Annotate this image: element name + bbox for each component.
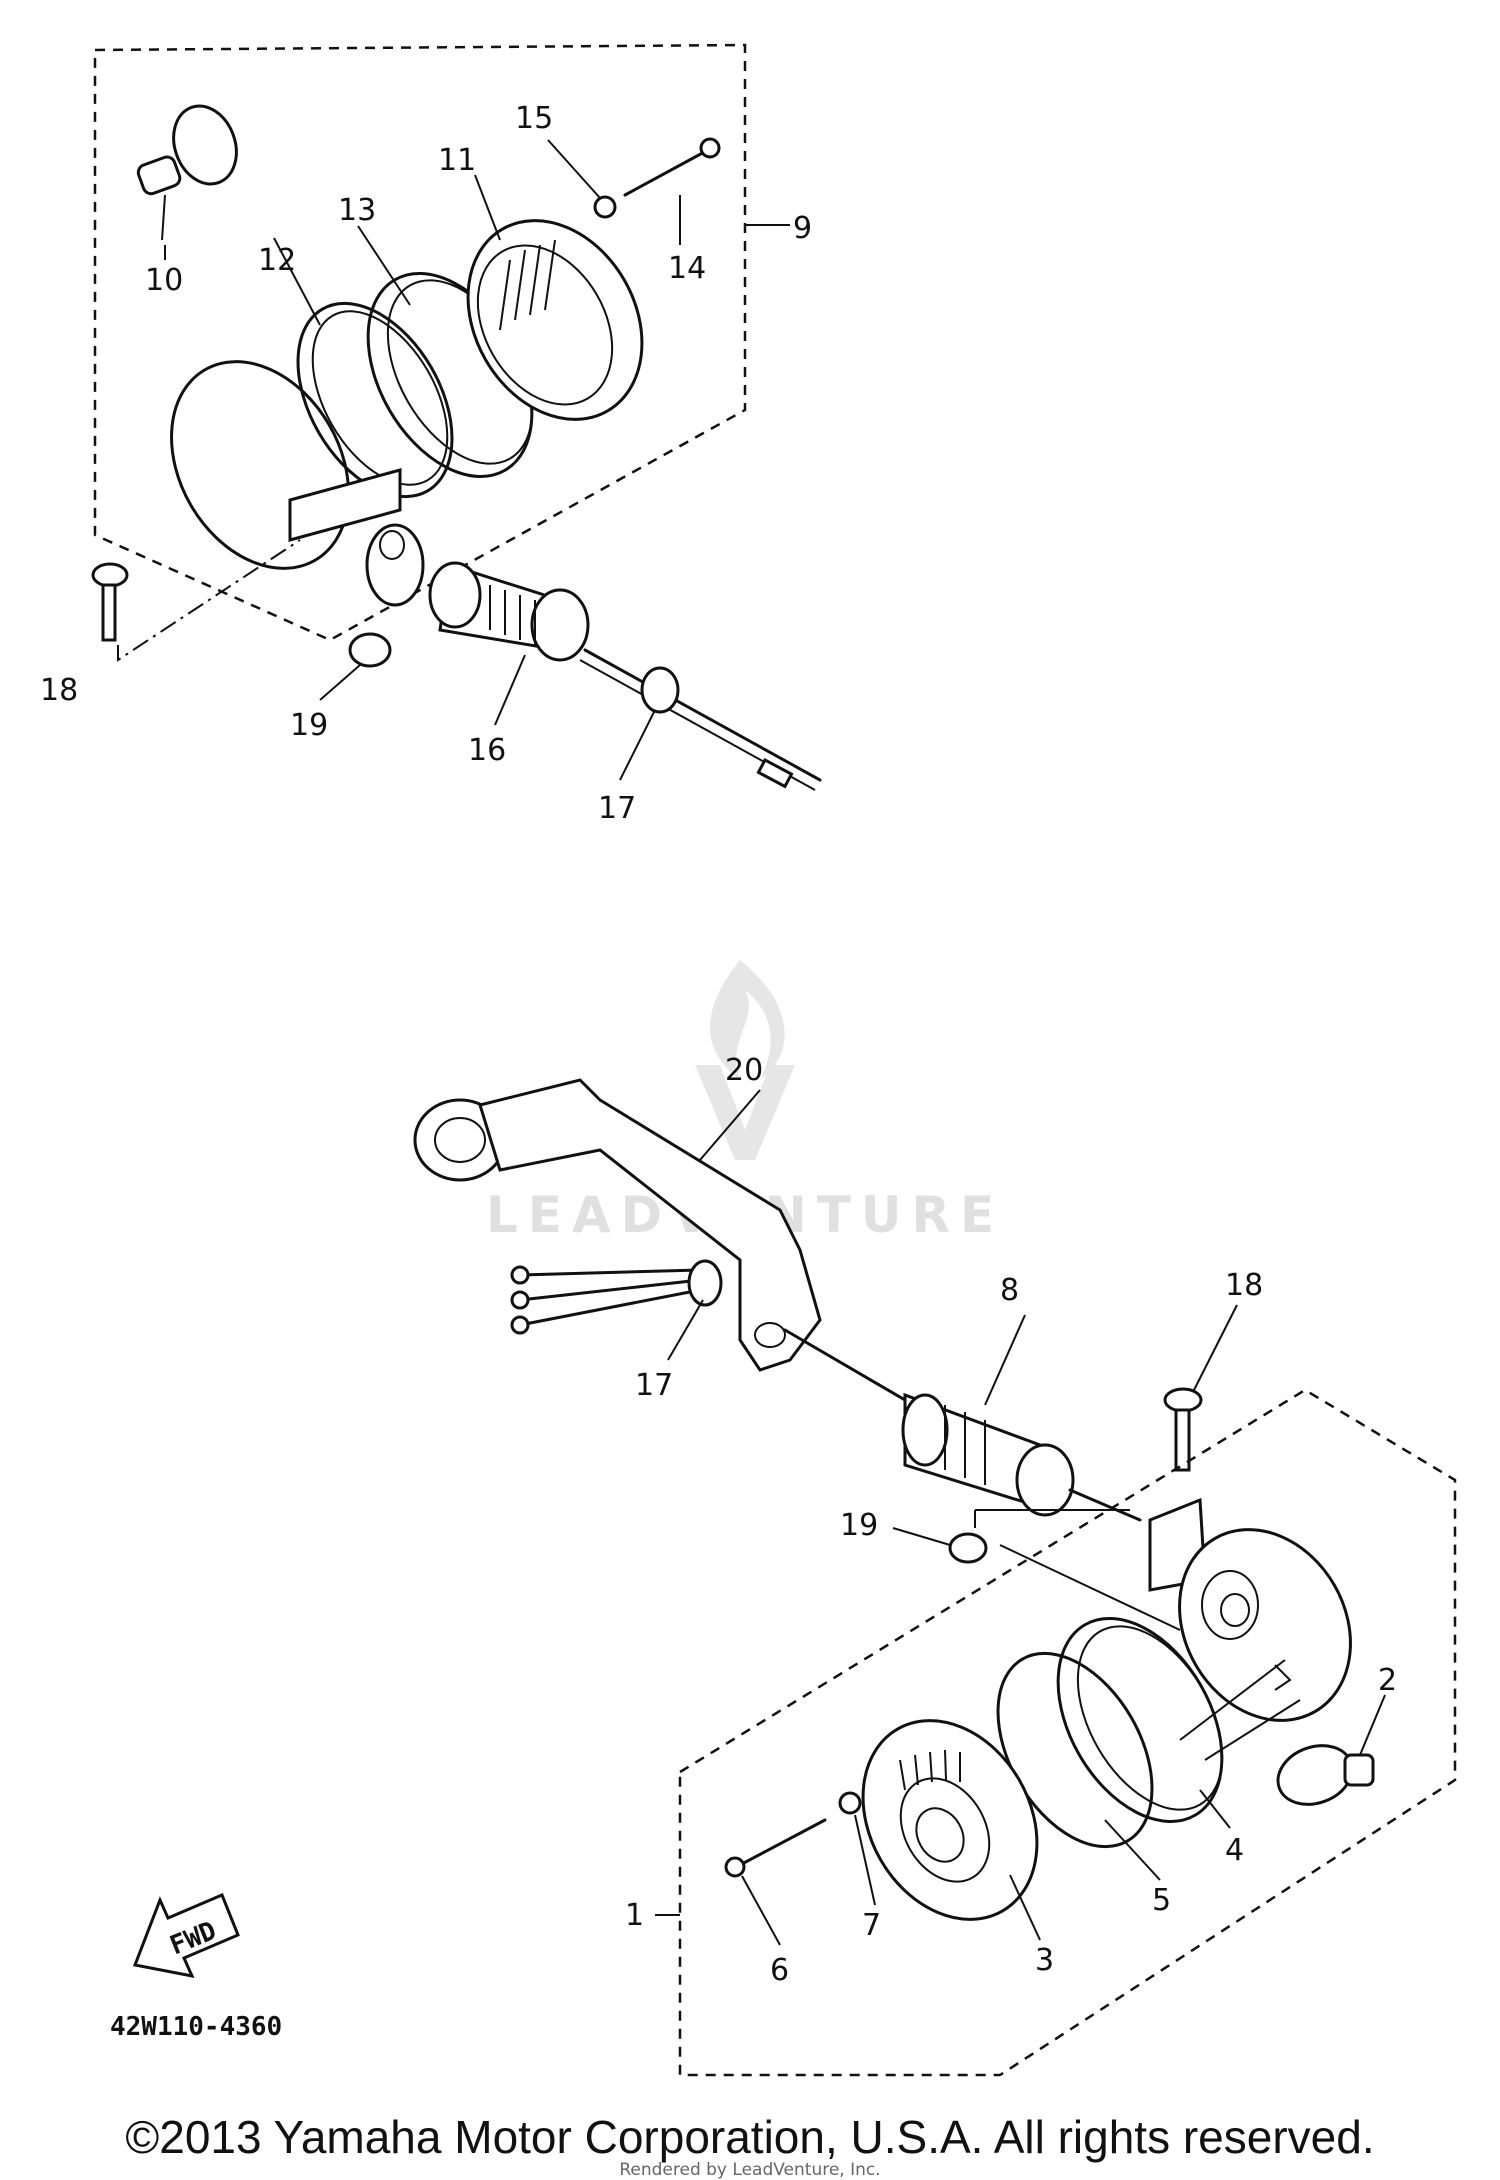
stem-16 (428, 561, 590, 662)
fwd-arrow: FWD (132, 1893, 240, 1979)
screw-6 (738, 1818, 827, 1867)
grommet-17-upper (640, 666, 680, 714)
drawing-code: 42W110-4360 (110, 2012, 282, 2042)
callout-3: 3 (1035, 1943, 1054, 1978)
bracket-upper (288, 468, 425, 607)
callout-13: 13 (338, 193, 376, 228)
housing-lower (1148, 1497, 1352, 1722)
rendered-by-note: Rendered by LeadVenture, Inc. (619, 2160, 881, 2180)
bolt-18-lower (1163, 1387, 1203, 1472)
callout-20: 20 (725, 1053, 763, 1088)
callout-18-lower: 18 (1225, 1268, 1263, 1303)
bolt-18-upper (91, 562, 129, 642)
stay-20 (413, 1078, 822, 1372)
callout-15: 15 (515, 101, 553, 136)
wire-lower (783, 1328, 907, 1402)
wire-upper (583, 648, 822, 782)
nut-7 (838, 1791, 862, 1815)
upper-flasher-assembly (91, 43, 822, 791)
gasket-12 (296, 301, 454, 499)
copyright-notice: ©2013 Yamaha Motor Corporation, U.S.A. A… (125, 2111, 1375, 2163)
lens-upper (170, 360, 350, 570)
callout-9: 9 (793, 211, 812, 246)
lens-3 (861, 1719, 1039, 1921)
lower-flasher-assembly (413, 1078, 1457, 2077)
housing-11 (466, 219, 644, 421)
callout-18-upper: 18 (40, 673, 78, 708)
callout-11: 11 (438, 143, 476, 178)
screw-14 (623, 148, 710, 197)
callout-12: 12 (258, 243, 296, 278)
callout-16: 16 (468, 733, 506, 768)
callout-19-lower: 19 (840, 1508, 878, 1543)
assembly-1-boundary (678, 1388, 1457, 2077)
callout-17-lower: 17 (635, 1368, 673, 1403)
callout-5: 5 (1152, 1883, 1171, 1918)
nut-19-lower (948, 1532, 988, 1564)
center-line-upper (117, 539, 301, 662)
wire-lead-left (510, 1259, 723, 1335)
lower-leaders (655, 1089, 1386, 1946)
callout-7: 7 (862, 1908, 881, 1943)
grommet-17-lower (687, 1259, 723, 1307)
bulb-2-drawing (1276, 1744, 1375, 1806)
upper-leaders (164, 139, 790, 781)
callout-2: 2 (1378, 1663, 1397, 1698)
stem-8 (901, 1392, 1075, 1517)
nut-19-upper (348, 632, 392, 668)
callout-17-upper: 17 (598, 791, 636, 826)
callout-19-upper: 19 (290, 708, 328, 743)
callout-6: 6 (770, 1953, 789, 1988)
callout-8: 8 (1000, 1273, 1019, 1308)
callout-10: 10 (145, 263, 183, 298)
assembly-9-boundary (93, 43, 747, 642)
nut-15 (593, 195, 617, 219)
callout-14: 14 (668, 251, 706, 286)
callout-1: 1 (625, 1898, 644, 1933)
bulb-10-drawing (136, 104, 238, 241)
callout-4: 4 (1225, 1833, 1244, 1868)
